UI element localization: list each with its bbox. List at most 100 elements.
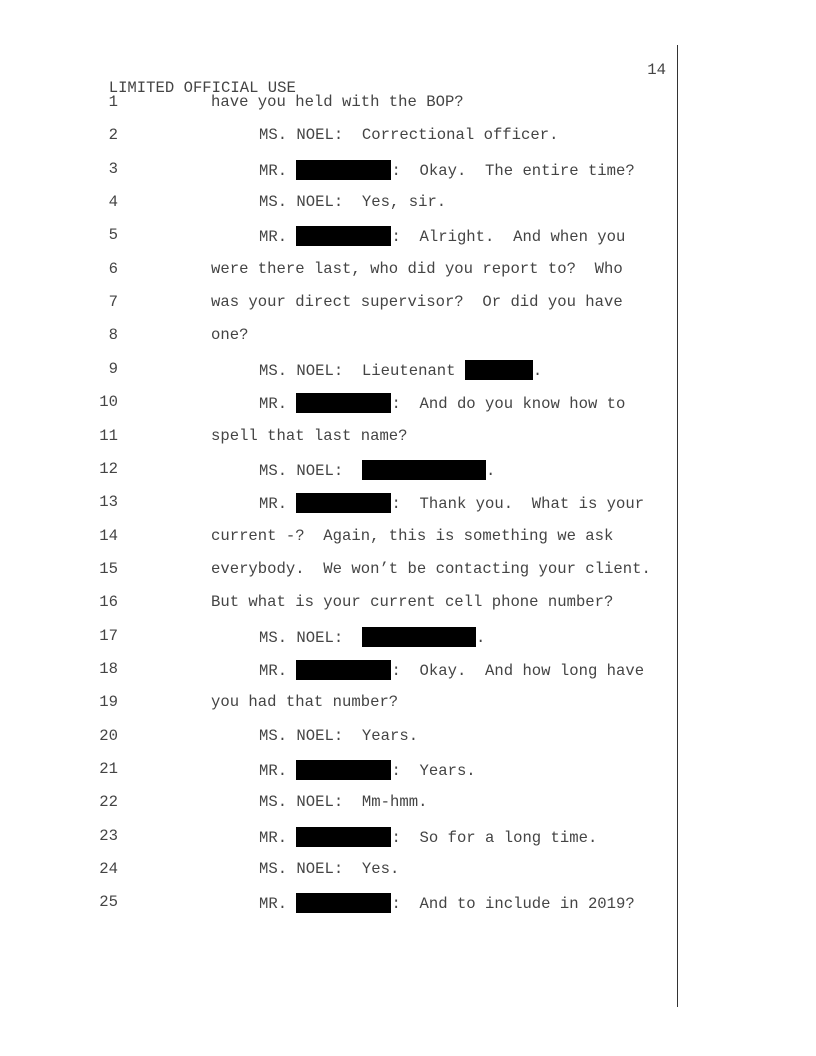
line-text: you had that number?: [211, 693, 398, 711]
redaction-box: [296, 760, 392, 780]
line-text: MR. : Okay. And how long have: [259, 659, 645, 680]
line-text-segment: MS. NOEL: Years.: [259, 726, 419, 745]
line-number: 9: [108, 359, 118, 378]
line-text: MS. NOEL: Yes, sir.: [259, 193, 446, 211]
line-text-segment: you had that number?: [211, 693, 399, 712]
line-text-segment: MS. NOEL: Yes.: [259, 860, 400, 879]
transcript-line: 16 But what is your current cell phone nu…: [0, 593, 677, 613]
transcript-line: 18 MR. : Okay. And how long have: [0, 659, 677, 680]
line-text-segment: one?: [211, 326, 249, 345]
redaction-box: [296, 393, 392, 414]
line-text: MS. NOEL: Correctional officer.: [259, 126, 558, 144]
page-header: LIMITED OFFICIAL USE 14: [90, 61, 666, 115]
line-text: MR. : Alright. And when you: [259, 226, 626, 247]
line-text: have you held with the BOP?: [211, 93, 464, 111]
line-number: 23: [99, 826, 118, 845]
line-text-segment: MS. NOEL: Correctional officer.: [259, 126, 559, 145]
line-text: MS. NOEL: Years.: [259, 727, 418, 745]
redaction-box: [296, 226, 392, 247]
line-text-segment: : Okay. And how long have: [391, 661, 645, 680]
redaction-box: [361, 626, 476, 647]
line-number: 19: [99, 693, 118, 712]
line-text: MR. : Years.: [259, 760, 476, 780]
line-text-segment: spell that last name?: [211, 426, 408, 445]
line-text-segment: MR.: [259, 228, 297, 247]
line-text: was your direct supervisor? Or did you h…: [211, 293, 623, 311]
line-text: spell that last name?: [211, 427, 408, 445]
line-text-segment: : And do you know how to: [391, 395, 626, 414]
transcript-line: 19 you had that number?: [0, 693, 677, 713]
line-number: 21: [99, 760, 118, 778]
line-text-segment: MS. NOEL: Mm-hmm.: [259, 793, 428, 812]
line-number: 13: [99, 493, 118, 512]
transcript-line: 24 MS. NOEL: Yes.: [0, 860, 677, 880]
line-number: 8: [108, 326, 118, 345]
line-number: 7: [108, 293, 118, 312]
line-text-segment: : And to include in 2019?: [391, 895, 635, 914]
redaction-box: [296, 159, 392, 180]
line-text-segment: was your direct supervisor? Or did you h…: [211, 293, 623, 312]
line-number: 24: [99, 860, 118, 879]
line-text-segment: : Years.: [391, 762, 476, 780]
redaction-box: [296, 826, 392, 847]
line-text-segment: : Alright. And when you: [391, 228, 626, 247]
line-number: 5: [108, 226, 118, 245]
line-number: 12: [99, 459, 118, 478]
transcript-line: 5 MR. : Alright. And when you: [0, 226, 677, 247]
line-text-segment: .: [485, 461, 496, 480]
transcript-line: 22 MS. NOEL: Mm-hmm.: [0, 793, 677, 813]
line-text: MR. : Thank you. What is your: [259, 493, 645, 514]
line-text: were there last, who did you report to? …: [211, 260, 623, 278]
redaction-box: [296, 893, 392, 914]
line-text-segment: MR.: [259, 495, 297, 514]
transcript-line: 1 have you held with the BOP?: [0, 93, 677, 113]
line-text: MR. : Okay. The entire time?: [259, 159, 635, 180]
line-text-segment: MR.: [259, 895, 297, 914]
line-text-segment: were there last, who did you report to? …: [211, 259, 623, 278]
line-text-segment: everybody. We won’t be contacting your c…: [211, 559, 651, 578]
line-number: 10: [99, 393, 118, 412]
line-text-segment: MR.: [259, 762, 297, 780]
classification-label: LIMITED OFFICIAL USE: [108, 79, 296, 97]
line-number: 11: [99, 426, 118, 445]
line-number: 14: [99, 526, 118, 545]
redaction-box: [361, 459, 486, 480]
line-text: MS. NOEL: Lieutenant .: [259, 359, 542, 380]
line-text-segment: MS. NOEL: Yes, sir.: [259, 193, 447, 212]
line-text-segment: have you held with the BOP?: [211, 93, 464, 111]
line-number: 1: [108, 93, 118, 111]
line-number: 25: [99, 893, 118, 912]
line-text-segment: : Thank you. What is your: [391, 495, 645, 514]
line-text: MS. NOEL: Yes.: [259, 860, 399, 878]
line-text-segment: .: [475, 628, 486, 647]
transcript-line: 12 MS. NOEL: .: [0, 459, 677, 480]
line-text-segment: MS. NOEL:: [259, 461, 362, 480]
line-text-segment: : Okay. The entire time?: [391, 161, 635, 180]
line-number: 22: [99, 793, 118, 812]
redaction-box: [464, 359, 533, 380]
redaction-box: [296, 493, 392, 514]
line-text-segment: But what is your current cell phone numb…: [211, 593, 614, 612]
line-text: current -? Again, this is something we a…: [211, 527, 613, 545]
line-number: 4: [108, 193, 118, 212]
line-text: But what is your current cell phone numb…: [211, 593, 613, 611]
transcript-line: 14 current -? Again, this is something we…: [0, 527, 677, 547]
transcript-line: 25 MR. : And to include in 2019?: [0, 893, 677, 914]
line-number: 16: [99, 593, 118, 612]
transcript-line: 11 spell that last name?: [0, 427, 677, 447]
line-text-segment: MR.: [259, 661, 297, 680]
line-text: everybody. We won’t be contacting your c…: [211, 560, 651, 578]
line-number: 3: [108, 159, 118, 178]
line-text: MS. NOEL: .: [259, 459, 496, 480]
line-text-segment: current -? Again, this is something we a…: [211, 526, 614, 545]
line-text-segment: MR.: [259, 161, 297, 180]
transcript-line: 9 MS. NOEL: Lieutenant .: [0, 359, 677, 380]
line-number: 18: [99, 659, 118, 678]
line-text-segment: : So for a long time.: [391, 828, 598, 847]
